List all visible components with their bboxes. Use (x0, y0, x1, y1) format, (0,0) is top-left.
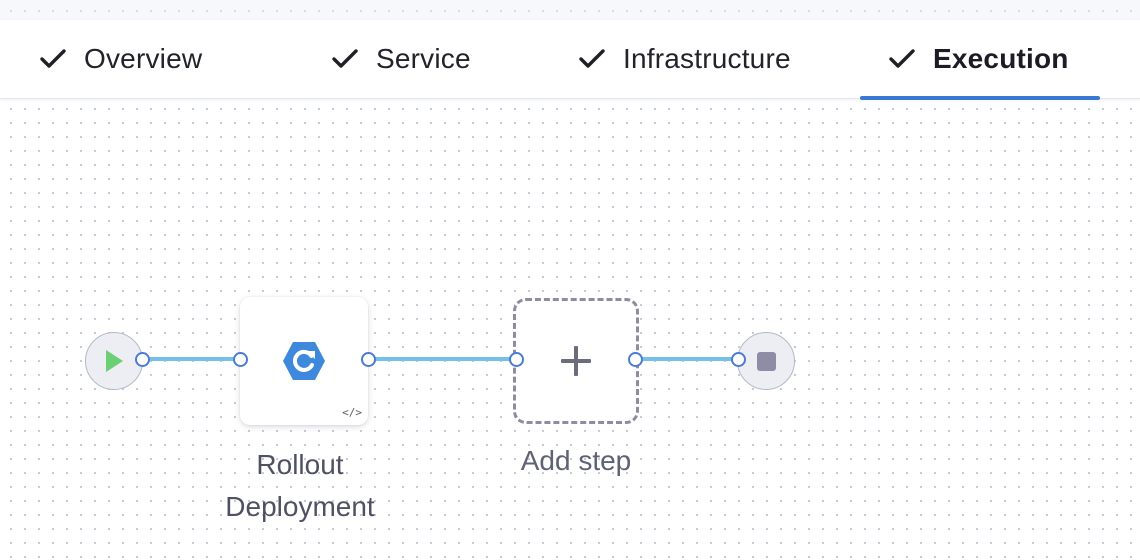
tab-label: Overview (84, 43, 203, 74)
active-tab-indicator (860, 96, 1100, 100)
tab-label: Service (376, 43, 471, 74)
pipeline-end-node (737, 332, 795, 390)
pipeline-edge (640, 357, 738, 361)
tab-service[interactable]: Service (330, 20, 471, 98)
play-icon (106, 350, 123, 372)
tab-label: Infrastructure (623, 43, 791, 74)
add-step-label[interactable]: Add step (520, 445, 632, 476)
checkmark-icon (332, 49, 358, 68)
plus-icon (561, 346, 591, 376)
pipeline-edge (373, 357, 513, 361)
pipeline-start-node (85, 332, 143, 390)
connector-port[interactable] (233, 352, 248, 367)
pipeline-edge (146, 357, 238, 361)
connector-port[interactable] (731, 352, 746, 367)
tab-label: Execution (933, 43, 1069, 74)
tab-execution[interactable]: Execution (887, 20, 1069, 98)
tab-overview[interactable]: Overview (38, 20, 202, 98)
yaml-code-icon: </> (342, 406, 362, 419)
connector-port[interactable] (509, 352, 524, 367)
step-rollout-deployment[interactable]: </> (240, 297, 368, 425)
stop-icon (757, 352, 776, 371)
rollout-deployment-icon (283, 342, 325, 380)
checkmark-icon (40, 49, 66, 68)
checkmark-icon (579, 49, 605, 68)
add-step-button[interactable] (513, 298, 639, 424)
checkmark-icon (889, 49, 915, 68)
connector-port[interactable] (135, 352, 150, 367)
pipeline-tabbar: Overview Service Infrastructure Executio… (0, 20, 1140, 99)
connector-port[interactable] (628, 352, 643, 367)
tab-infrastructure[interactable]: Infrastructure (577, 20, 791, 98)
connector-port[interactable] (361, 352, 376, 367)
canvas-top-strip (0, 0, 1140, 20)
step-label: Rollout Deployment (225, 449, 375, 522)
